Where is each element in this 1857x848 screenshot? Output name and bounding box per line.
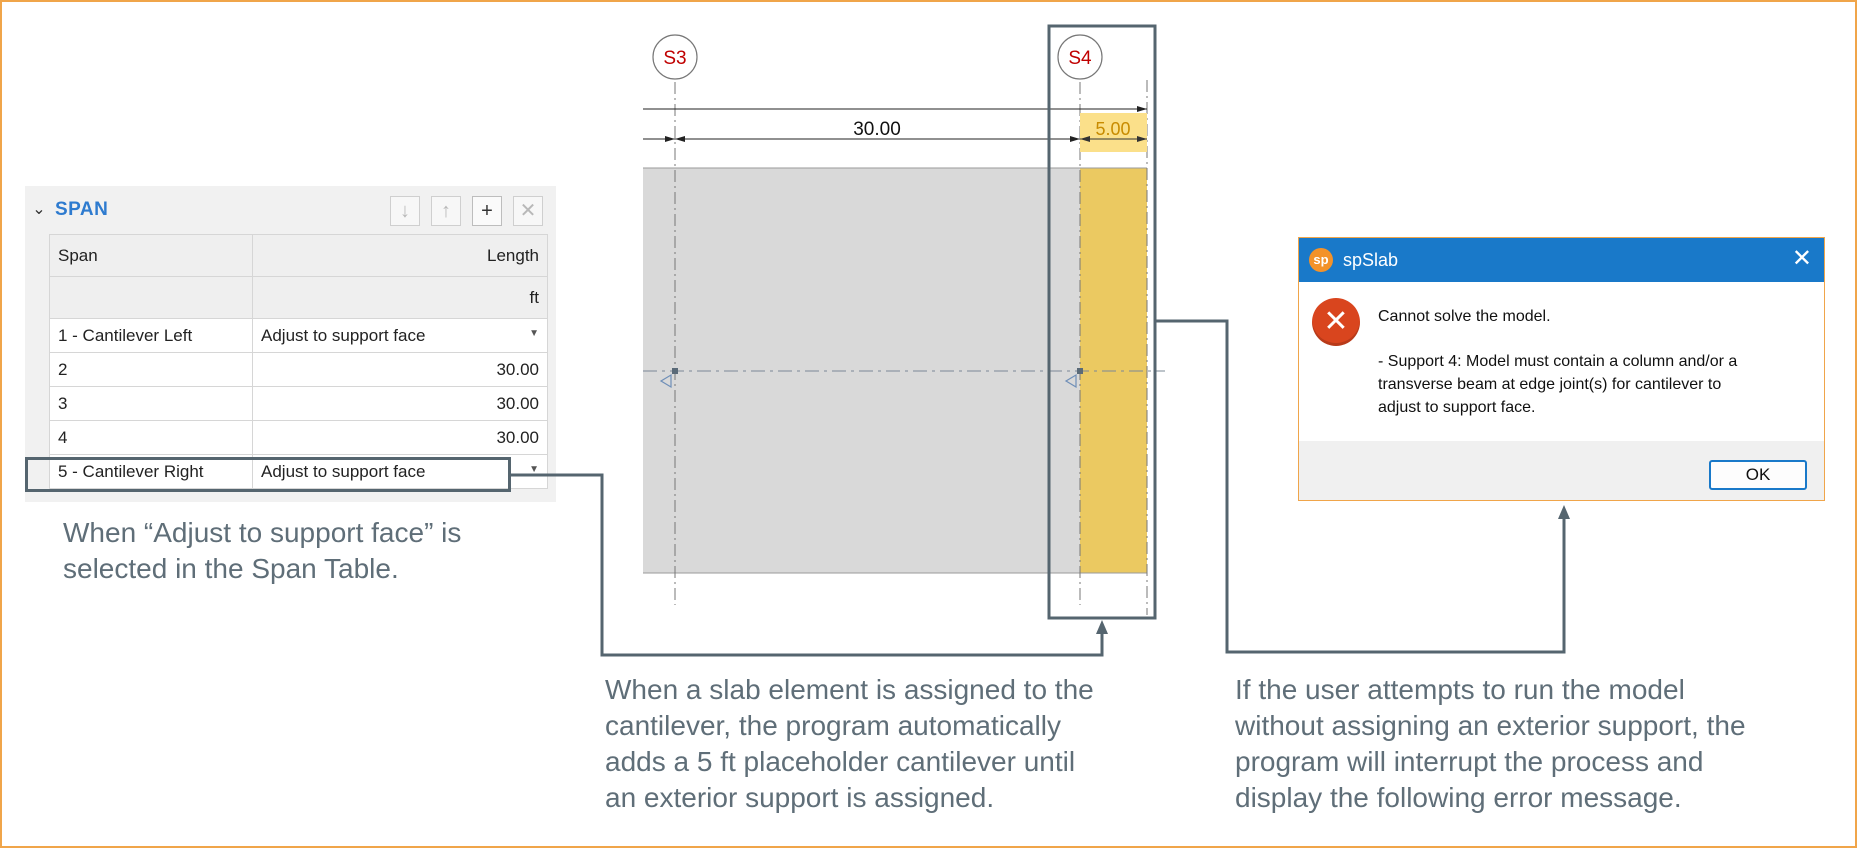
table-header-row: Span Length: [49, 234, 548, 277]
arrow-up-icon: [1558, 505, 1570, 519]
caption-line: When “Adjust to support face” is: [63, 517, 462, 548]
caption-line: selected in the Span Table.: [63, 553, 399, 584]
column-header-span: Span: [49, 234, 253, 277]
length-dropdown[interactable]: Adjust to support face ▼: [252, 318, 548, 353]
spslab-logo-icon: sp: [1309, 248, 1333, 272]
dialog-title: spSlab: [1343, 250, 1399, 270]
x-icon[interactable]: ✕: [513, 196, 543, 226]
support-bubble-s3: [652, 34, 698, 80]
connector-line-dialog: [1155, 319, 1566, 654]
span-title[interactable]: SPAN: [55, 199, 109, 220]
caption-line: If the user attempts to run the model: [1235, 674, 1685, 705]
table-row[interactable]: 2 30.00: [49, 352, 548, 387]
unit-span: [49, 276, 253, 319]
caption-line: cantilever, the program automatically: [605, 710, 1061, 741]
caption-right: If the user attempts to run the model wi…: [1235, 672, 1746, 816]
span-cell[interactable]: 3: [49, 386, 253, 421]
joint-marker: [672, 368, 678, 374]
support-triangle-icon: [1064, 373, 1077, 389]
dropdown-arrow-icon[interactable]: ▼: [529, 464, 539, 475]
caption-line: an exterior support is assigned.: [605, 782, 995, 813]
caption-line: program will interrupt the process and: [1235, 746, 1704, 777]
table-row[interactable]: 4 30.00: [49, 420, 548, 455]
arrow-up-icon[interactable]: ↑: [431, 196, 461, 226]
span-header: ⌄ SPAN ↓ ↑ + ✕: [25, 186, 556, 236]
arrow-down-icon[interactable]: ↓: [390, 196, 420, 226]
dimension-cantilever-label: 5.00: [1095, 119, 1130, 139]
connector-line-table: [511, 473, 1104, 657]
caption-line: adds a 5 ft placeholder cantilever until: [605, 746, 1076, 777]
dimension-cantilever-highlight: [1080, 113, 1147, 152]
dialog-footer: OK: [1299, 441, 1824, 500]
table-units-row: ft: [49, 276, 548, 319]
dialog-message-main: Cannot solve the model.: [1378, 308, 1551, 325]
length-cell[interactable]: 30.00: [252, 420, 548, 455]
dialog-message-line: adjust to support face.: [1378, 399, 1536, 416]
length-dropdown-value: Adjust to support face: [261, 325, 426, 345]
dropdown-arrow-icon[interactable]: ▼: [529, 328, 539, 339]
span-cell[interactable]: 2: [49, 352, 253, 387]
dialog-message-line: transverse beam at edge joint(s) for can…: [1378, 376, 1722, 393]
selected-row-highlight: [25, 457, 511, 492]
error-dialog: sp spSlab ✕ ✕ Cannot solve the model. - …: [1298, 237, 1825, 501]
caption-middle: When a slab element is assigned to the c…: [605, 672, 1094, 816]
caption-line: without assigning an exterior support, t…: [1235, 710, 1746, 741]
dialog-titlebar[interactable]: sp spSlab ✕: [1299, 238, 1824, 282]
support-label-s4: S4: [1068, 48, 1092, 69]
caption-line: display the following error message.: [1235, 782, 1682, 813]
span-cell[interactable]: 4: [49, 420, 253, 455]
table-row[interactable]: 3 30.00: [49, 386, 548, 421]
support-label-s3: S3: [663, 48, 686, 69]
plus-icon[interactable]: +: [472, 196, 502, 226]
caption-line: When a slab element is assigned to the: [605, 674, 1094, 705]
arrow-up-icon: [1096, 620, 1108, 634]
table-row[interactable]: 1 - Cantilever Left Adjust to support fa…: [49, 318, 548, 353]
caption-left: When “Adjust to support face” is selecte…: [63, 515, 461, 587]
dimension-main-label: 30.00: [853, 119, 901, 140]
unit-length: ft: [252, 276, 548, 319]
joint-marker: [1077, 368, 1083, 374]
dialog-message-line: - Support 4: Model must contain a column…: [1378, 353, 1738, 370]
length-cell[interactable]: 30.00: [252, 352, 548, 387]
chevron-down-icon[interactable]: ⌄: [32, 201, 46, 218]
close-icon[interactable]: ✕: [1791, 245, 1812, 272]
support-bubble-s4: [1057, 34, 1103, 80]
support-triangle-icon: [659, 373, 672, 389]
length-cell[interactable]: 30.00: [252, 386, 548, 421]
length-dropdown-value: Adjust to support face: [261, 461, 426, 481]
span-cell[interactable]: 1 - Cantilever Left: [49, 318, 253, 353]
error-icon: ✕: [1312, 298, 1360, 346]
dialog-message-detail: - Support 4: Model must contain a column…: [1378, 350, 1808, 419]
ok-button[interactable]: OK: [1709, 460, 1807, 490]
column-header-length: Length: [252, 234, 548, 277]
